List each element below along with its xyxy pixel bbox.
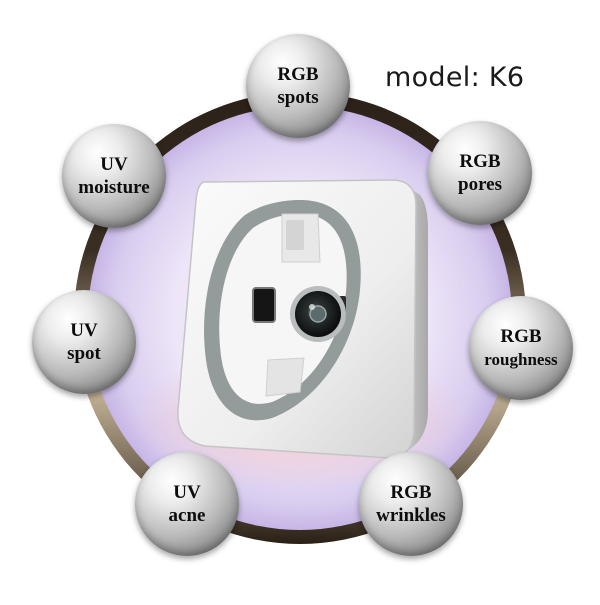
feature-line1: RGB xyxy=(277,64,319,85)
inner-bottom-panel xyxy=(265,357,305,397)
feature-line1: RGB xyxy=(500,326,542,347)
feature-line2: moisture xyxy=(78,177,150,198)
feature-line1: RGB xyxy=(390,482,432,503)
feature-bubble-rgb-pores: RGB pores xyxy=(428,121,532,225)
feature-line2: pores xyxy=(458,174,502,195)
feature-line2: spot xyxy=(67,343,101,364)
feature-line2: wrinkles xyxy=(376,505,446,526)
lens-highlight xyxy=(309,304,315,310)
inner-top-slot xyxy=(286,220,304,250)
model-label: model: K6 xyxy=(385,62,525,93)
feature-bubble-rgb-roughness: RGB roughness xyxy=(469,296,573,400)
feature-line1: RGB xyxy=(459,151,501,172)
feature-line1: UV xyxy=(100,154,128,175)
feature-bubble-rgb-spots: RGB spots xyxy=(246,34,350,138)
feature-line2: roughness xyxy=(484,350,558,369)
feature-line2: acne xyxy=(168,505,206,526)
camera-lens-center xyxy=(309,305,327,323)
feature-bubble-rgb-wrinkles: RGB wrinkles xyxy=(359,452,463,556)
feature-bubble-uv-moisture: UV moisture xyxy=(62,124,166,228)
feature-bubble-uv-acne: UV acne xyxy=(135,452,239,556)
sensor-window xyxy=(252,287,276,323)
feature-line1: UV xyxy=(70,320,98,341)
feature-bubble-uv-spot: UV spot xyxy=(32,290,136,394)
feature-line1: UV xyxy=(173,482,201,503)
feature-line2: spots xyxy=(277,87,319,108)
